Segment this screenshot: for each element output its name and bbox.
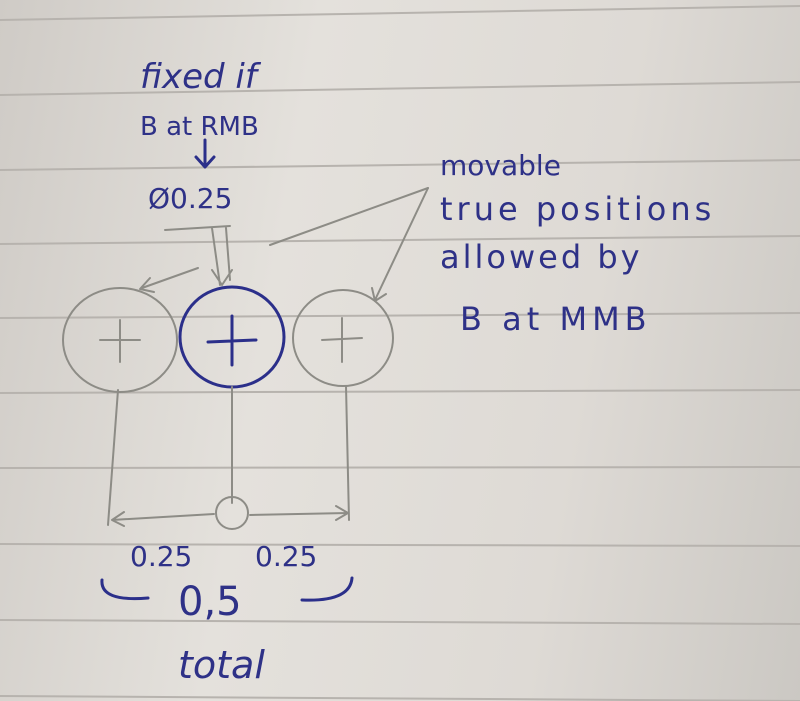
ruled-lines	[0, 5, 800, 701]
center-datum-circle	[215, 496, 249, 530]
fixed-if-label: fixed if	[140, 57, 262, 97]
left-arrow	[139, 267, 199, 293]
right-offset-value: 0.25	[255, 540, 317, 573]
allowed-by-label: allowed by	[440, 238, 643, 276]
left-offset-value: 0.25	[130, 540, 192, 573]
right-circle	[292, 289, 394, 387]
diameter-label: Ø0.25	[148, 182, 232, 215]
total-bracket	[100, 576, 354, 602]
true-positions-label: true positions	[440, 190, 715, 228]
pointer-line-left	[269, 187, 429, 246]
total-value: 0,5	[178, 579, 242, 625]
right-plus-icon	[321, 317, 363, 363]
left-plus-icon	[99, 319, 141, 363]
center-plus-icon	[206, 314, 258, 367]
b-at-rmb-label: B at RMB	[140, 112, 259, 142]
right-extension-line	[345, 385, 350, 521]
down-arrow-icon	[194, 138, 216, 169]
left-circle	[62, 287, 178, 393]
dimension-line	[111, 505, 349, 527]
b-at-mmb-label: B at MMB	[460, 300, 652, 338]
bracket-under-diameter	[164, 225, 233, 286]
movable-label: movable	[440, 149, 561, 182]
left-extension-line	[107, 389, 119, 526]
total-label: total	[178, 643, 265, 687]
